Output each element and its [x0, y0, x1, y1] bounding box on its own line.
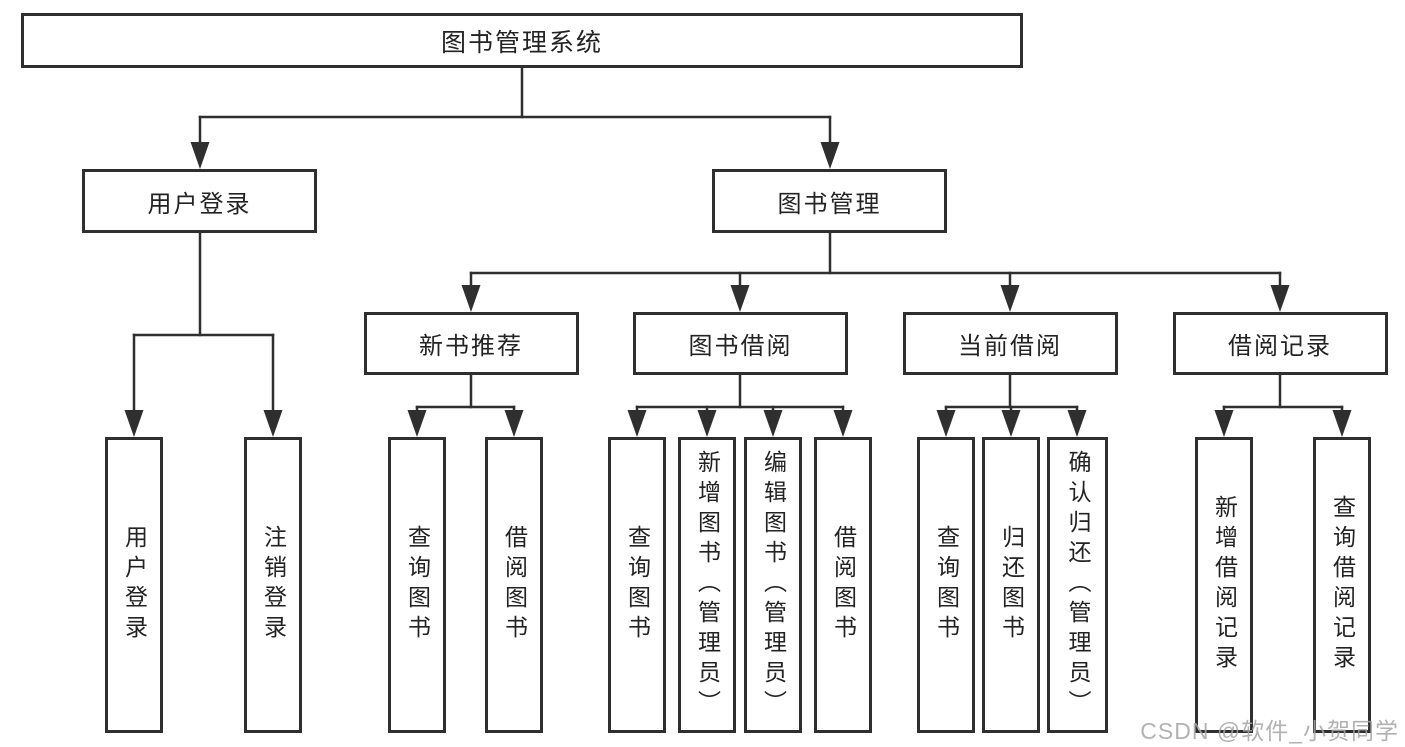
node-label: 图书借阅 — [688, 333, 793, 360]
node-label: 用户登录 — [147, 190, 252, 218]
node-label: 查询借阅记录 — [1329, 495, 1356, 675]
leaf-add-borrow-record: 新增借阅记录 — [1195, 437, 1253, 733]
node-label: 借阅图书 — [501, 525, 528, 645]
node-label: 用户登录 — [121, 525, 148, 645]
node-label: 新增图书（管理员） — [694, 450, 721, 720]
node-label: 确认归还（管理员） — [1065, 450, 1091, 720]
leaf-borrow-books-borrowing: 借阅图书 — [814, 437, 872, 733]
node-label: 新书推荐 — [419, 333, 523, 360]
node-label: 查询图书 — [624, 525, 651, 645]
node-label: 图书管理系统 — [440, 28, 603, 57]
node-label: 当前借阅 — [958, 333, 1062, 360]
leaf-query-books-recommend: 查询图书 — [388, 437, 446, 733]
node-new-book-recommendation: 新书推荐 — [363, 312, 579, 375]
leaf-return-books: 归还图书 — [982, 437, 1040, 733]
node-label: 新增借阅记录 — [1211, 495, 1238, 675]
leaf-query-books-borrowing: 查询图书 — [608, 437, 666, 733]
leaf-user-login: 用户登录 — [105, 437, 163, 733]
node-label: 编辑图书（管理员） — [760, 450, 787, 720]
leaf-add-books-admin: 新增图书（管理员） — [678, 437, 736, 733]
node-label: 图书管理 — [777, 190, 882, 218]
node-label: 归还图书 — [998, 525, 1025, 645]
leaf-confirm-return-admin: 确认归还（管理员） — [1047, 437, 1108, 733]
leaf-logout: 注销登录 — [244, 437, 302, 733]
csdn-watermark: CSDN @软件_小贺同学 — [1140, 718, 1399, 744]
node-label: 查询图书 — [933, 525, 960, 645]
node-label: 注销登录 — [260, 525, 287, 645]
node-current-borrowing: 当前借阅 — [902, 312, 1118, 375]
leaf-borrow-books-recommend: 借阅图书 — [485, 437, 543, 733]
node-label: 借阅记录 — [1228, 333, 1332, 360]
node-library-management-system: 图书管理系统 — [21, 13, 1023, 68]
node-book-borrowing: 图书借阅 — [633, 312, 848, 375]
leaf-query-books-current: 查询图书 — [917, 437, 975, 733]
leaf-query-borrow-record: 查询借阅记录 — [1313, 437, 1371, 733]
node-label: 借阅图书 — [830, 525, 857, 645]
node-borrowing-records: 借阅记录 — [1172, 312, 1388, 375]
node-book-management: 图书管理 — [712, 169, 947, 233]
node-user-login: 用户登录 — [82, 169, 317, 233]
node-label: 查询图书 — [404, 525, 431, 645]
leaf-edit-books-admin: 编辑图书（管理员） — [744, 437, 802, 733]
